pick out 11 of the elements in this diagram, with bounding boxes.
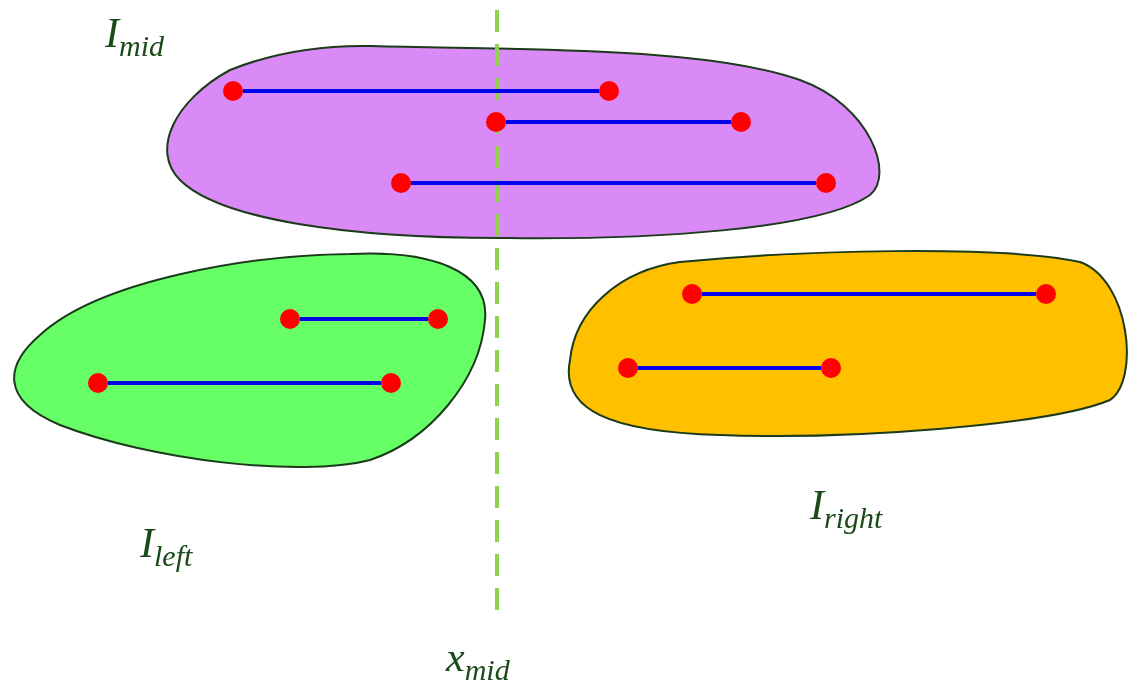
set-label: I$_{mid}$ (105, 12, 164, 62)
interval-line (638, 366, 821, 370)
interval-line (411, 181, 816, 185)
set-label: I$_{right}$ (810, 484, 883, 534)
interval-line (300, 317, 428, 321)
set-label: I$_{left}$ (140, 522, 193, 572)
axis-label: x$_{mid}$ (446, 636, 510, 681)
interval-line (243, 89, 599, 93)
interval-line (506, 120, 731, 124)
interval-line (702, 292, 1036, 296)
interval-line (108, 381, 381, 385)
